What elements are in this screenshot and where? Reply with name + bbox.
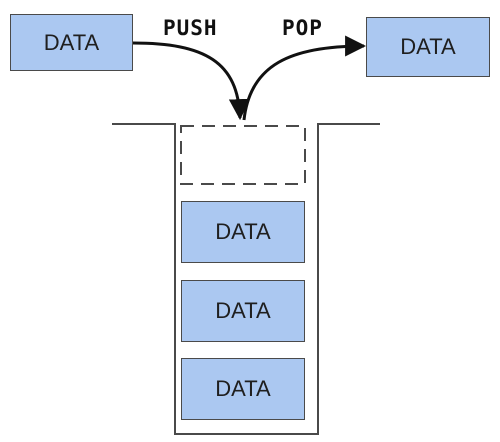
pop-arrow: [242, 35, 367, 121]
stack-item: DATA: [181, 358, 305, 420]
push-source-label: DATA: [43, 29, 100, 55]
pop-target-label: DATA: [400, 34, 456, 59]
stack-item-label: DATA: [215, 298, 271, 323]
stack-item-label: DATA: [215, 219, 271, 244]
stack-item-label: DATA: [215, 376, 271, 401]
stack-container: [112, 123, 380, 435]
empty-slot: [180, 125, 306, 185]
push-label: PUSH: [163, 16, 218, 40]
push-arrow: [132, 41, 250, 121]
pop-label: POP: [282, 16, 323, 40]
push-source-box: DATA: [10, 14, 133, 71]
pop-target-box: DATA: [366, 17, 490, 77]
stack-item: DATA: [181, 280, 305, 342]
stack-item: DATA: [181, 201, 305, 263]
